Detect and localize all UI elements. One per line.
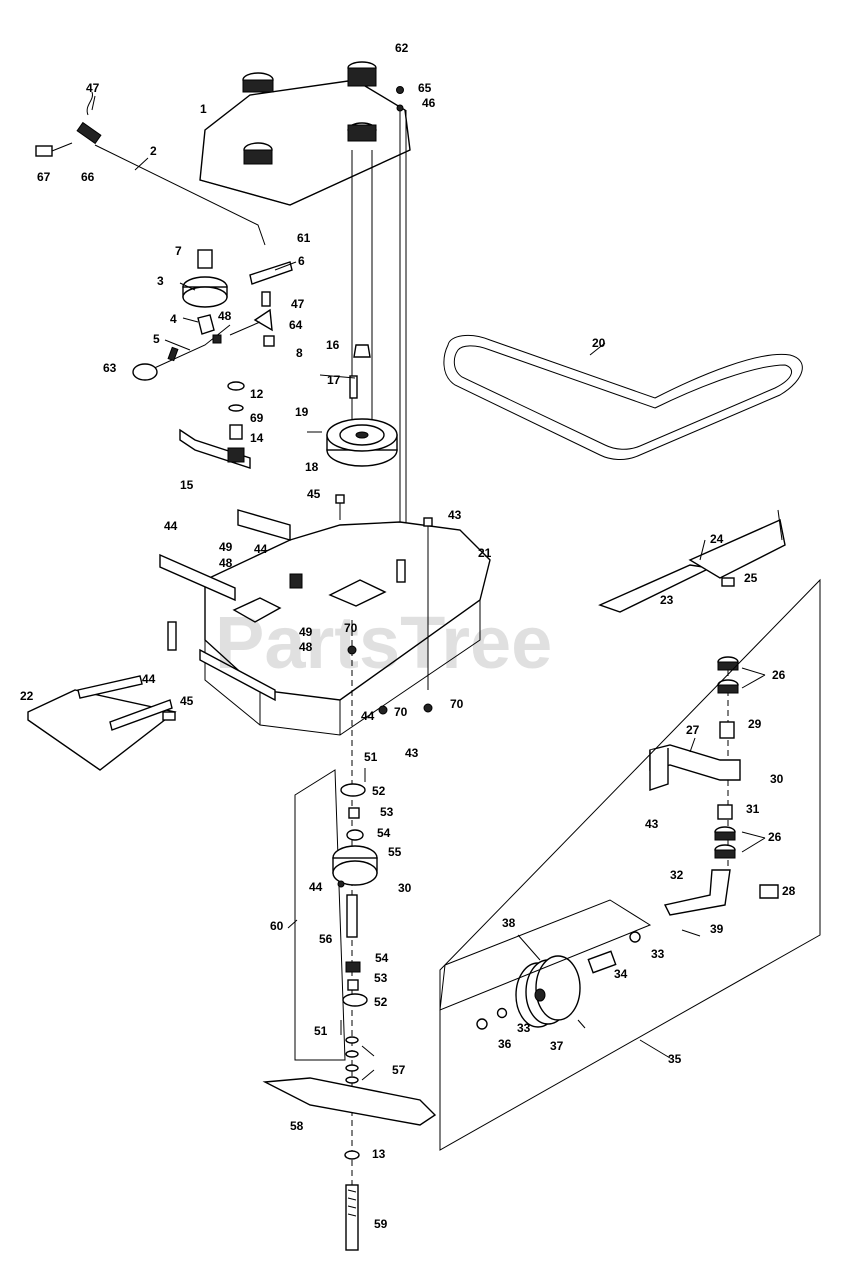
callout: 48 xyxy=(299,640,313,654)
v-belt-20 xyxy=(443,334,803,460)
callout: 7 xyxy=(175,244,182,258)
bracket-23 xyxy=(598,509,786,613)
mower-deck-21 xyxy=(159,509,491,736)
callout: 44 xyxy=(361,709,375,723)
callout: 66 xyxy=(81,170,95,184)
callout: 62 xyxy=(395,41,409,55)
callout: 23 xyxy=(660,593,674,607)
callout: 48 xyxy=(218,309,232,323)
callout: 44 xyxy=(309,880,323,894)
callout: 30 xyxy=(770,772,784,786)
callout: 45 xyxy=(307,487,321,501)
callout: 59 xyxy=(374,1217,388,1231)
caster-assembly xyxy=(439,656,779,1030)
callout: 20 xyxy=(592,336,606,350)
callout: 37 xyxy=(550,1039,564,1053)
callout: 17 xyxy=(327,373,341,387)
callout: 53 xyxy=(380,805,394,819)
leader-lines xyxy=(91,95,766,1081)
callout: 38 xyxy=(502,916,516,930)
callout: 34 xyxy=(614,967,628,981)
callout: 51 xyxy=(314,1024,328,1038)
callout: 3 xyxy=(157,274,164,288)
callout: 25 xyxy=(744,571,758,585)
callout: 26 xyxy=(768,830,782,844)
callout: 15 xyxy=(180,478,194,492)
deck-top-plate xyxy=(199,72,411,206)
callout: 21 xyxy=(478,546,492,560)
callout: 54 xyxy=(377,826,391,840)
callout: 18 xyxy=(305,460,319,474)
control-rod xyxy=(35,91,266,246)
callout: 57 xyxy=(392,1063,406,1077)
callout: 26 xyxy=(772,668,786,682)
spindle-assembly xyxy=(262,620,437,1251)
callout: 29 xyxy=(748,717,762,731)
callout: 2 xyxy=(150,144,157,158)
callout: 55 xyxy=(388,845,402,859)
callout: 13 xyxy=(372,1147,386,1161)
callout: 70 xyxy=(344,621,358,635)
callout: 14 xyxy=(250,431,264,445)
bracket-15 xyxy=(179,381,251,469)
callout: 52 xyxy=(372,784,386,798)
callout: 22 xyxy=(20,689,34,703)
callout: 5 xyxy=(153,332,160,346)
shield-22 xyxy=(27,675,177,771)
callout: 43 xyxy=(448,508,462,522)
callout: 49 xyxy=(219,540,233,554)
callout: 39 xyxy=(710,922,724,936)
callout: 65 xyxy=(418,81,432,95)
callout: 28 xyxy=(782,884,796,898)
callout: 44 xyxy=(142,672,156,686)
callout: 43 xyxy=(645,817,659,831)
callout: 4 xyxy=(170,312,177,326)
callout: 35 xyxy=(668,1052,682,1066)
callout: 52 xyxy=(374,995,388,1009)
callout: 33 xyxy=(651,947,665,961)
callout: 36 xyxy=(498,1037,512,1051)
pulley-18 xyxy=(307,344,398,467)
callout: 47 xyxy=(86,81,100,95)
callout: 31 xyxy=(746,802,760,816)
callout: 30 xyxy=(398,881,412,895)
callout: 69 xyxy=(250,411,264,425)
callout: 46 xyxy=(422,96,436,110)
linkage-assembly xyxy=(132,249,293,381)
callout: 16 xyxy=(326,338,340,352)
callout: 27 xyxy=(686,723,700,737)
callout: 8 xyxy=(296,346,303,360)
callout: 58 xyxy=(290,1119,304,1133)
callout: 60 xyxy=(270,919,284,933)
watermark: PartsTree xyxy=(215,601,552,684)
callout: 44 xyxy=(164,519,178,533)
callout: 19 xyxy=(295,405,309,419)
callout: 45 xyxy=(180,694,194,708)
callout: 47 xyxy=(291,297,305,311)
callout: 67 xyxy=(37,170,51,184)
callout: 49 xyxy=(299,625,313,639)
callout: 54 xyxy=(375,951,389,965)
callout: 12 xyxy=(250,387,264,401)
callout: 63 xyxy=(103,361,117,375)
callout: 51 xyxy=(364,750,378,764)
callout: 24 xyxy=(710,532,724,546)
callout: 1 xyxy=(200,102,207,116)
callout: 32 xyxy=(670,868,684,882)
callout: 44 xyxy=(254,542,268,556)
callout: 64 xyxy=(289,318,303,332)
spacer-62 xyxy=(347,61,377,87)
callout: 61 xyxy=(297,231,311,245)
callout: 56 xyxy=(319,932,333,946)
callout: 48 xyxy=(219,556,233,570)
callout: 70 xyxy=(450,697,464,711)
callout: 43 xyxy=(405,746,419,760)
callout: 53 xyxy=(374,971,388,985)
callout: 70 xyxy=(394,705,408,719)
callout: 6 xyxy=(298,254,305,268)
callout-labels: 1 2 3 4 5 6 7 8 12 13 14 15 16 17 18 19 … xyxy=(20,41,796,1231)
callout: 33 xyxy=(517,1021,531,1035)
